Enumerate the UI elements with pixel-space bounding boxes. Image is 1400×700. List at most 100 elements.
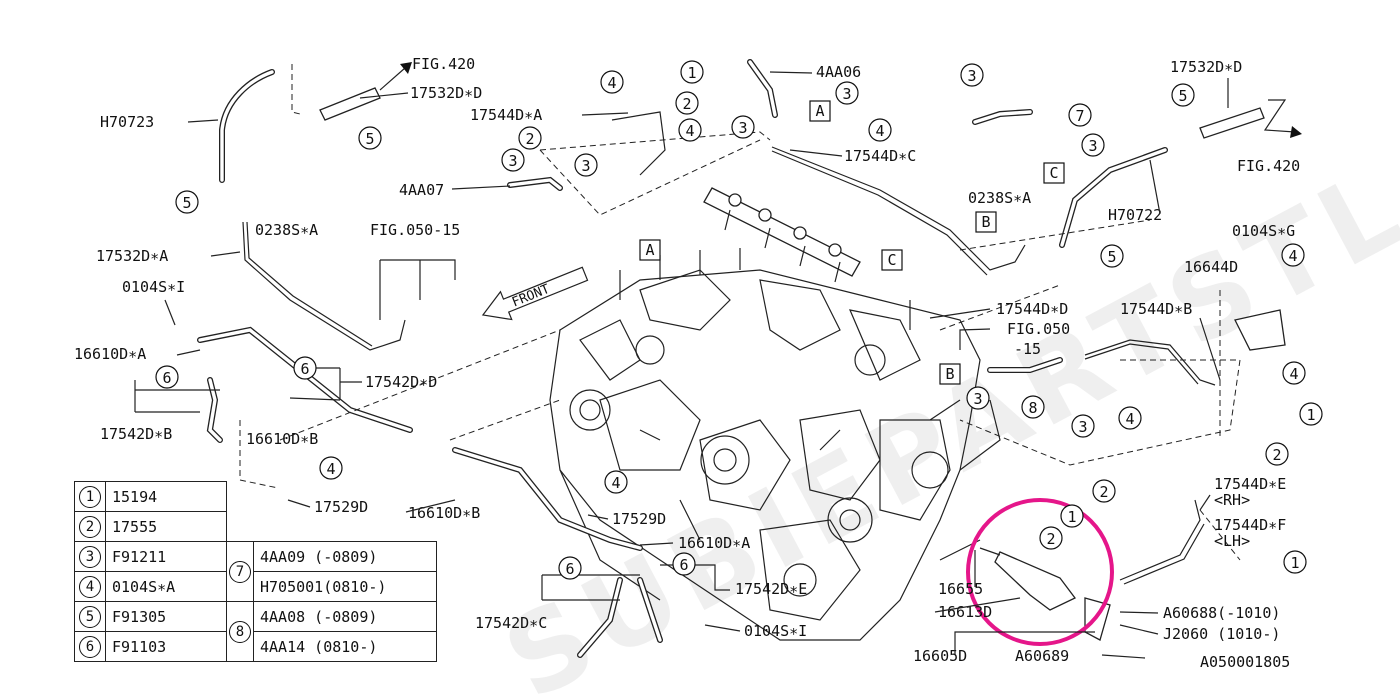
callout-circle [574,153,598,177]
callout-circle [1081,133,1105,157]
label-17532d-a: 17532D∗A [96,247,168,265]
label-17544d-e: 17544D∗E [1214,475,1286,493]
legend-group-number: 7 [229,560,251,583]
legend-number: 2 [79,515,101,538]
front-label: FRONT [510,282,552,311]
box-b-top: B [981,213,990,231]
callout-number: 2 [1272,446,1281,464]
label-17542d-c: 17542D∗C [475,614,547,632]
callout-number: 4 [1288,247,1297,265]
callout-circle [1092,479,1116,503]
callout-circle [835,81,859,105]
legend-row: 5 F91305 8 4AA08 (-0809) [74,601,437,662]
callout-circle [960,63,984,87]
callout-number: 4 [1289,365,1298,383]
callout-number: 5 [182,194,191,212]
callout-circle [501,148,525,172]
label-16605d: 16605D [913,647,967,665]
fig-arrows [379,62,1302,138]
label-leaders [134,71,1229,659]
label-fig050-15-top[interactable]: FIG.050-15 [370,221,460,239]
legend-code: F91211 [105,541,227,572]
label-17529d-left: 17529D [314,498,368,516]
label-j2060: J2060 (1010-) [1163,625,1280,643]
label-17544d-c: 17544D∗C [844,147,916,165]
label-16610d-a-mid: 16610D∗A [678,534,750,552]
callout-circle [731,115,755,139]
label-4aa07: 4AA07 [399,181,444,199]
label-16613d: 16613D [938,603,992,621]
box-b-mid: B [945,365,954,383]
callout-circle [1281,243,1305,267]
label-fig420-right[interactable]: FIG.420 [1237,157,1300,175]
callout-number: 2 [1099,483,1108,501]
label-17542d-d: 17542D∗D [365,373,437,391]
legend-variant: 4AA08 (-0809) [253,601,437,632]
legend-code: F91103 [105,631,227,662]
label-a60689: A60689 [1015,647,1069,665]
label-17529d-mid: 17529D [612,510,666,528]
label-0104s-i-left: 0104S∗I [122,278,185,296]
callout-circle [1265,442,1289,466]
callout-circle [966,386,990,410]
callout-circle [604,470,628,494]
callout-number: 5 [1107,248,1116,266]
callout-number: 4 [607,74,616,92]
callout-circle [558,556,582,580]
label-0104s-i-bottom: 0104S∗I [744,622,807,640]
legend-row: 2 17555 [74,511,437,542]
callout-number: 7 [1075,107,1084,125]
label-rh: <RH> [1214,491,1250,509]
callout-number: 3 [973,390,982,408]
fuel-rail-upper [703,187,861,283]
label-fig420-top[interactable]: FIG.420 [412,55,475,73]
label-16610d-b-mid: 16610D∗B [408,504,480,522]
callout-circle [1068,103,1092,127]
label-16610d-a-left: 16610D∗A [74,345,146,363]
label-0104s-g: 0104S∗G [1232,222,1295,240]
highlight-circle-injector [966,498,1114,646]
label-17542d-e: 17542D∗E [735,580,807,598]
callout-number: 4 [875,122,884,140]
callout-number: 4 [326,460,335,478]
label-fig050-a[interactable]: FIG.050 [1007,320,1070,338]
callout-circle [675,91,699,115]
legend-number: 4 [79,575,101,598]
callout-number: 4 [611,474,620,492]
callout-circle [1282,361,1306,385]
label-17532d-d: 17532D∗D [410,84,482,102]
legend-table: 1 15194 2 17555 3 F91211 7 4AA09 (-0809)… [74,481,437,662]
label-fig050-b[interactable]: -15 [1014,340,1041,358]
callout-number: 6 [565,560,574,578]
callout-circle [293,356,317,380]
label-lh: <LH> [1214,532,1250,550]
callout-circle [1039,526,1063,550]
callout-circle [319,456,343,480]
legend-code: 17555 [105,511,227,542]
callout-number: 6 [679,556,688,574]
dashed-leaders [239,64,1241,561]
legend-number: 3 [79,545,101,568]
callout-number: 3 [508,152,517,170]
box-c-mid: C [887,251,896,269]
callout-number: 2 [682,95,691,113]
label-16610d-b-left: 16610D∗B [246,430,318,448]
legend-variant: 4AA09 (-0809) [253,541,437,572]
callout-number: 3 [1078,418,1087,436]
label-0238s-a-right: 0238S∗A [968,189,1031,207]
callout-number: 6 [300,360,309,378]
callout-number: 1 [1290,554,1299,572]
callout-circle [1021,395,1045,419]
legend-number: 1 [79,485,101,508]
label-h70722: H70722 [1108,206,1162,224]
box-labels: A A B B C C [639,100,1065,385]
callout-circle [358,126,382,150]
legend-row: 4 0104S∗A H705001(0810-) [74,571,437,602]
callout-number: 4 [1125,410,1134,428]
label-17544d-d: 17544D∗D [996,300,1068,318]
callout-number: 2 [525,130,534,148]
diagram-id: A050001805 [1200,653,1290,671]
callout-circle [680,60,704,84]
